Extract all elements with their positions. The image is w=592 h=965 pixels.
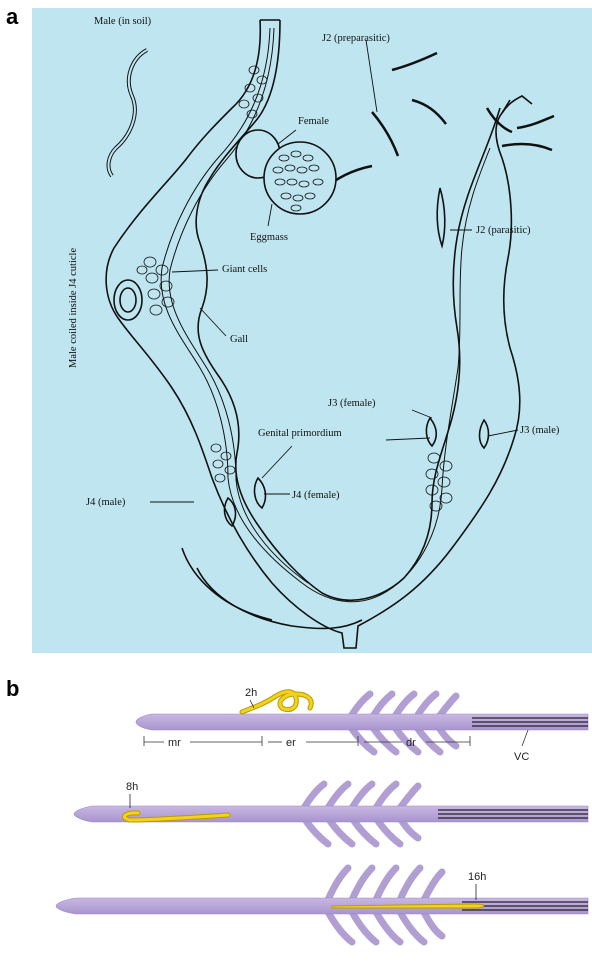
eggmass [264, 142, 336, 214]
label-j3-female: J3 (female) [328, 398, 376, 409]
root-16h [56, 868, 588, 942]
region-markers [144, 730, 528, 746]
label-j2-preparasitic: J2 (preparasitic) [322, 33, 390, 44]
root-outline [196, 20, 500, 600]
root-infection-drawing: 2h mr er dr VC 8h [32, 672, 592, 962]
infection-timeline-diagram: 2h mr er dr VC 8h [32, 672, 592, 962]
label-2h: 2h [245, 687, 257, 699]
label-mr: mr [168, 737, 181, 749]
j3-female [426, 418, 436, 446]
label-male-in-soil: Male (in soil) [94, 16, 152, 27]
label-gall: Gall [230, 334, 248, 345]
male-in-soil-worm [109, 50, 147, 176]
label-j2-parasitic: J2 (parasitic) [476, 225, 531, 236]
j4-female [255, 478, 266, 508]
j2-preparasitic-worm [412, 100, 446, 124]
label-er: er [286, 737, 296, 749]
life-cycle-drawing: Male (in soil) J2 (preparasitic) Female … [32, 8, 592, 653]
label-vc: VC [514, 751, 529, 763]
giant-cells-lower-left [211, 444, 235, 482]
label-male-coiled: Male coiled inside J4 cuticle [68, 248, 79, 368]
life-cycle-diagram: Male (in soil) J2 (preparasitic) Female … [32, 8, 592, 653]
root-2h [136, 692, 588, 752]
j3-male [480, 420, 489, 448]
giant-cells-middle [137, 257, 174, 315]
label-16h: 16h [468, 871, 486, 883]
label-giant-cells: Giant cells [222, 264, 267, 275]
label-female: Female [298, 116, 329, 127]
label-8h: 8h [126, 781, 138, 793]
j2-preparasitic-worm [372, 112, 398, 156]
label-j3-male: J3 (male) [520, 425, 560, 436]
label-j4-male: J4 (male) [86, 497, 126, 508]
panel-b-letter: b [6, 676, 19, 702]
label-dr: dr [406, 737, 416, 749]
panel-a-letter: a [6, 4, 18, 30]
label-j4-female: J4 (female) [292, 490, 340, 501]
j2-preparasitic-worm [502, 144, 552, 150]
male-coiled-j4 [114, 280, 142, 320]
label-eggmass: Eggmass [250, 232, 288, 243]
j2-preparasitic-worm [517, 116, 554, 128]
label-genital-primordium: Genital primordium [258, 428, 342, 439]
j2-preparasitic-worm [392, 53, 437, 70]
root-8h [74, 784, 588, 844]
j2-parasitic [437, 188, 445, 246]
